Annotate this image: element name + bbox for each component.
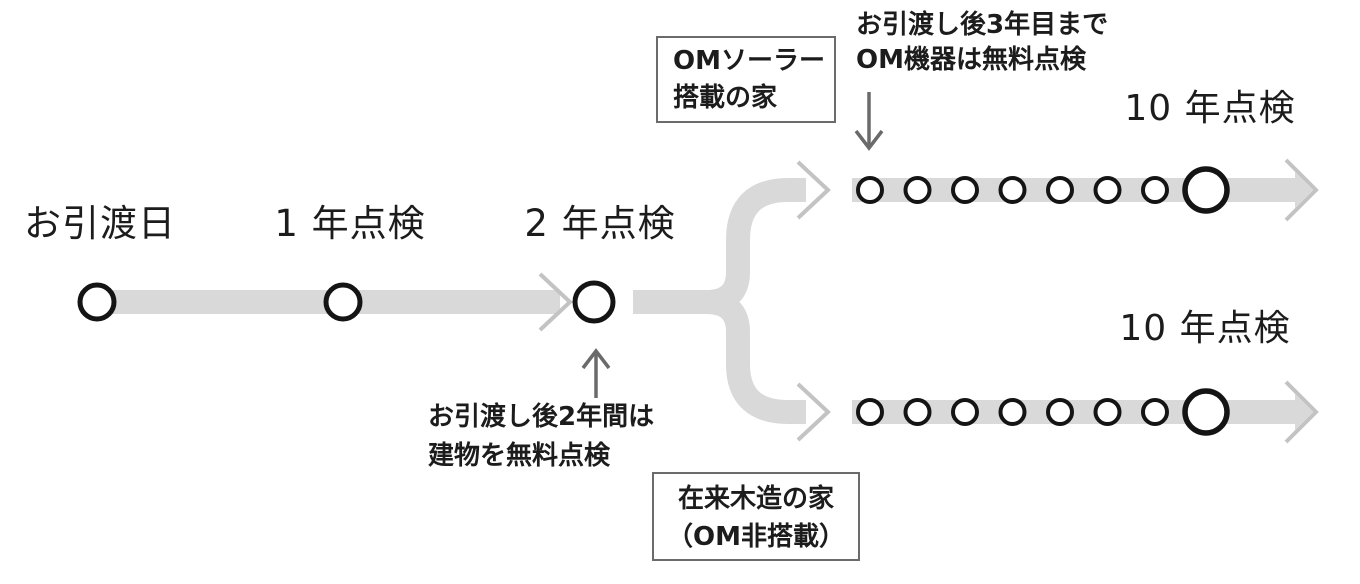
yearly-inspection-mark [998, 398, 1027, 426]
note-line: お引渡し後3年目まで [856, 10, 1109, 40]
yearly-inspection-mark [951, 398, 979, 426]
milestone-10year-circle-bottom [1182, 388, 1230, 436]
chevron-right-icon [538, 272, 573, 332]
chevron-right-icon [1284, 380, 1319, 444]
chevron-right-icon [796, 382, 831, 442]
milestone-2year-circle [572, 280, 616, 324]
note-building-free-inspection: お引渡し後2年間は 建物を無料点検 [428, 398, 654, 476]
yearly-inspection-mark [1046, 176, 1074, 204]
branch-box-om-solar-house: OMソーラー 搭載の家 [656, 36, 836, 123]
yearly-inspection-mark [1046, 398, 1074, 426]
branch-box-conventional-wood-house: 在来木造の家 （OM非搭載） [652, 472, 860, 561]
branch-bottom-bar-tip [1295, 394, 1313, 430]
branch-bottom-marks [856, 398, 1169, 426]
note-line: お引渡し後2年間は [428, 402, 655, 432]
yearly-inspection-mark [856, 176, 884, 204]
yearly-inspection-mark [951, 176, 979, 204]
yearly-inspection-mark [903, 176, 932, 204]
chevron-right-icon [1284, 158, 1319, 222]
label-1year-inspection: 1 年点検 [274, 202, 426, 245]
box-line: 在来木造の家 [677, 484, 834, 514]
label-2year-inspection: 2 年点検 [524, 202, 676, 245]
note-line: OM機器は無料点検 [856, 45, 1086, 75]
branch-top-marks [856, 176, 1169, 204]
branch-top-bar-tip [1295, 172, 1313, 208]
yearly-inspection-mark [1093, 398, 1122, 426]
box-line: 搭載の家 [673, 83, 778, 113]
note-om-free-inspection: お引渡し後3年目まで OM機器は無料点検 [856, 8, 1108, 78]
label-delivery-date: お引渡日 [24, 202, 176, 245]
yearly-inspection-mark [1093, 176, 1122, 204]
fork-branch-top-path [705, 178, 806, 314]
yearly-inspection-mark [903, 398, 932, 426]
label-10year-inspection-bottom: 10 年点検 [1119, 308, 1291, 349]
fork-branch-bottom-path [705, 290, 806, 424]
milestone-1year-circle [323, 282, 363, 322]
yearly-inspection-mark [1141, 176, 1169, 204]
milestone-delivery-circle [77, 282, 117, 322]
up-arrow-icon [581, 348, 611, 398]
box-line: （OM非搭載） [667, 522, 845, 552]
label-10year-inspection-top: 10 年点検 [1124, 88, 1296, 129]
chevron-right-icon [796, 160, 831, 220]
down-arrow-icon [854, 92, 884, 151]
main-timeline-bar-segment [633, 290, 712, 314]
yearly-inspection-mark [998, 176, 1027, 204]
yearly-inspection-mark [856, 398, 884, 426]
note-line: 建物を無料点検 [428, 441, 611, 471]
box-line: OMソーラー [673, 46, 825, 76]
yearly-inspection-mark [1141, 398, 1169, 426]
milestone-10year-circle-top [1182, 166, 1230, 214]
